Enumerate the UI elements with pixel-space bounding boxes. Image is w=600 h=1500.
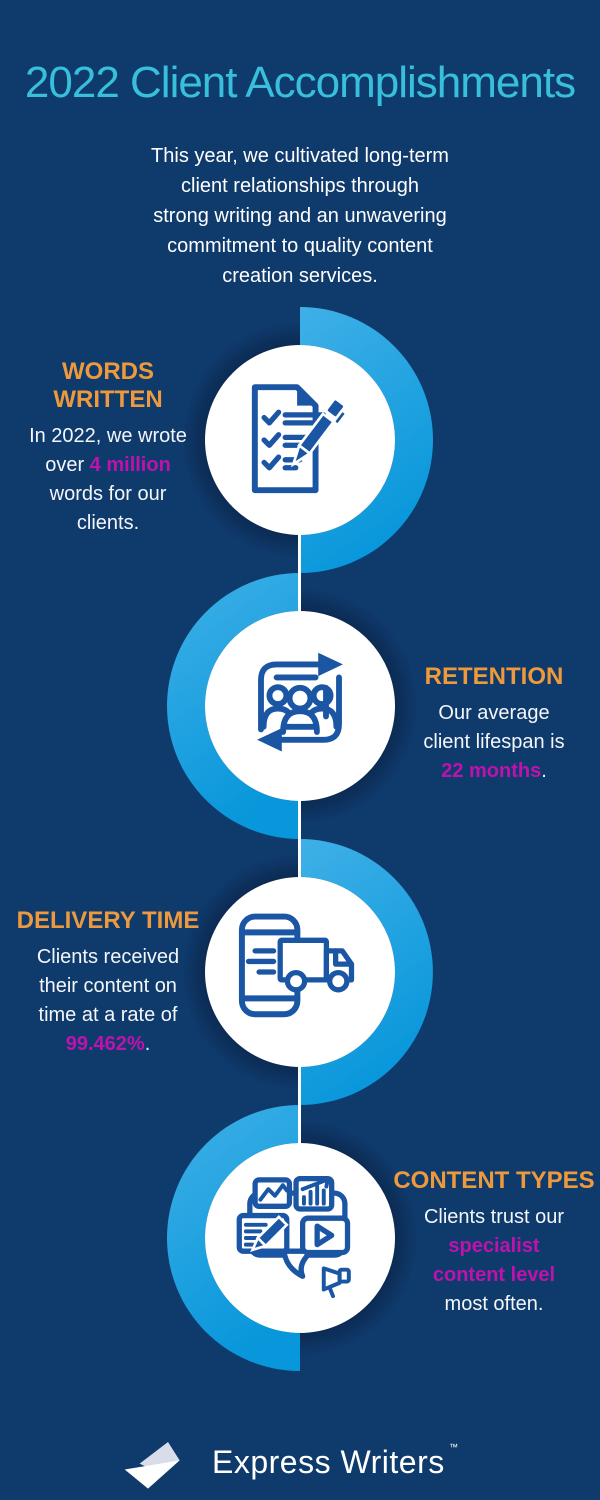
text-line: In 2022, we wrote [29,425,187,447]
section-retention: RETENTION Our average client lifespan is 2… [392,663,596,786]
arc-words-written [300,307,433,573]
text-line: strong writing and an unwavering [153,205,447,227]
text-line: This year, we cultivated long-term [151,145,449,167]
section-heading: CONTENT TYPES [393,1167,595,1194]
section-delivery-time: DELIVERY TIME Clients received their cont… [6,907,210,1059]
text-line: their content on [39,975,177,997]
icon-circle-content-types [205,1143,395,1333]
arc-content-types [167,1105,300,1371]
section-body: Clients received their content on time at … [6,943,210,1059]
brand-footer: Express Writers ™ [0,1430,600,1500]
timeline-line [298,440,301,1238]
text-line: specialist [448,1235,540,1257]
text-line: creation services. [222,265,378,287]
section-body: Clients trust our specialist content level… [392,1203,596,1319]
section-heading: WORDS WRITTEN [53,358,163,413]
checklist-pen-icon [251,384,348,494]
intro-text: This year, we cultivated long-term client… [0,141,600,291]
delivery-truck-phone-icon [238,913,355,1018]
trademark-mark: ™ [449,1442,458,1452]
text-line: client relationships through [181,175,419,197]
section-body: In 2022, we wrote over 4 million words for… [6,422,210,538]
content-types-bubble-icon [236,1175,351,1299]
text-line: content level [432,1264,556,1286]
section-body: Our average client lifespan is 22 months. [392,699,596,786]
text-line: Clients received [36,946,180,968]
paper-plane-logo-icon [124,1442,180,1489]
page-title: 2022 Client Accomplishments [24,58,576,107]
text-line: 22 months. [441,760,547,782]
section-words-written: WORDS WRITTEN In 2022, we wrote over 4 mi… [6,358,210,538]
text-line: client lifespan is [423,731,565,753]
text-line: Our average [438,702,550,724]
text-line: most often. [444,1293,544,1315]
arc-delivery-time [300,839,433,1105]
text-line: 99.462%. [65,1033,151,1055]
text-line: clients. [76,512,140,534]
text-line: time at a rate of [38,1004,178,1026]
section-content-types: CONTENT TYPES Clients trust our specialis… [392,1167,596,1319]
brand-name: Express Writers [212,1444,445,1480]
arc-retention [167,573,300,839]
text-line: Clients trust our [423,1206,565,1228]
icon-circle-delivery-time [205,877,395,1067]
section-heading: DELIVERY TIME [16,907,200,934]
client-cycle-icon [257,652,343,752]
text-line: words for our [49,483,167,505]
text-line: commitment to quality content [167,235,433,257]
text-line: over 4 million [45,454,171,476]
icon-circle-retention [205,611,395,801]
section-heading: RETENTION [424,663,564,690]
icon-circle-words-written [205,345,395,535]
